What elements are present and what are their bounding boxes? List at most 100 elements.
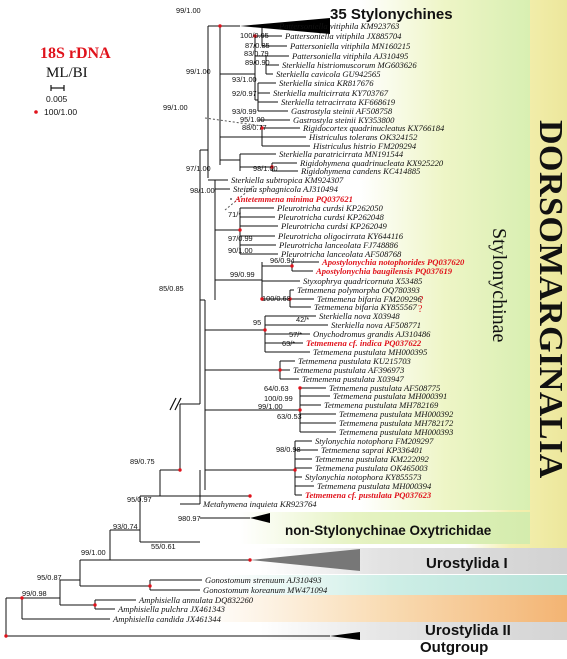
taxon-label: Sterkiella nova X03948 bbox=[319, 311, 400, 321]
taxon-label: Tetmemena pustulata AF508775 bbox=[329, 383, 441, 393]
taxon-label: Tetmemena pustulata MH000393 bbox=[339, 427, 453, 437]
taxon-label: Rigidohymena quadrinucleata KX925220 bbox=[299, 158, 444, 168]
full-support-dot-icon bbox=[293, 468, 297, 472]
taxon-label: Tetmemena pustulata KU215703 bbox=[298, 356, 411, 366]
support-value: 95/0.97 bbox=[127, 495, 152, 504]
full-support-dot-icon bbox=[270, 165, 274, 169]
taxon-label: Pleurotricha lanceolata AF508768 bbox=[280, 249, 402, 259]
full-support-dot-icon bbox=[253, 34, 257, 38]
taxon-label: Histriculus tolerans OK324152 bbox=[308, 132, 418, 142]
support-value: 980.97 bbox=[178, 514, 201, 523]
support-value: 83/0.79 bbox=[244, 49, 269, 58]
support-value: 90/1.00 bbox=[228, 246, 253, 255]
support-value: 98/1.00 bbox=[190, 186, 215, 195]
full-support-dot-icon bbox=[93, 603, 97, 607]
full-support-dot-icon bbox=[4, 634, 8, 638]
full-support-dot-icon bbox=[148, 584, 152, 588]
support-value: 87/0.85 bbox=[245, 41, 270, 50]
taxon-label: Tetmemena pustulata AF396973 bbox=[293, 365, 404, 375]
legend-dot-icon bbox=[34, 110, 38, 114]
full-support-dot-icon bbox=[178, 468, 182, 472]
taxon-label: Gastrostyla steinii KY353800 bbox=[293, 115, 395, 125]
group-label-urostylida-2: Urostylida II bbox=[425, 622, 511, 639]
collapsed-clade-outgroup bbox=[330, 632, 360, 640]
support-value: 97/1.00 bbox=[186, 164, 211, 173]
support-value: 99/0.99 bbox=[230, 270, 255, 279]
support-value: 55/0.61 bbox=[151, 542, 176, 551]
taxon-label: Rigidohymena candens KC414885 bbox=[300, 166, 421, 176]
support-value: 98/1.00 bbox=[253, 164, 278, 173]
taxon-label: Stylonychia notophora KY855573 bbox=[305, 472, 422, 482]
full-support-dot-icon bbox=[263, 328, 267, 332]
tree-branches bbox=[5, 25, 336, 637]
support-value: 63/0.53 bbox=[277, 412, 302, 421]
support-value: 98/0.98 bbox=[276, 445, 301, 454]
taxon-label: Sterkiella paratricirrata MN191544 bbox=[279, 149, 404, 159]
legend-dot-meaning: 100/1.00 bbox=[44, 107, 77, 117]
taxon-label: Rigidocortex quadrinucleatus KX766184 bbox=[302, 123, 445, 133]
support-value: 99/0.98 bbox=[22, 589, 47, 598]
full-support-dot-icon bbox=[298, 408, 302, 412]
collapsed-clades bbox=[240, 18, 360, 640]
support-value: 85/0.85 bbox=[159, 284, 184, 293]
full-support-dots bbox=[4, 24, 302, 638]
taxon-label: Sterkiella tetracirrata KF668619 bbox=[281, 97, 396, 107]
gonostomum-band bbox=[220, 575, 567, 595]
full-support-dot-icon bbox=[290, 264, 294, 268]
support-value: 57/* bbox=[289, 330, 302, 339]
support-values: 99/1.00100/0.9587/0.8583/0.7989/0.9099/1… bbox=[22, 6, 309, 598]
full-support-dot-icon bbox=[260, 297, 264, 301]
support-value: 99/1.00 bbox=[186, 67, 211, 76]
taxon-label: Amphisiella annulata DQ832260 bbox=[138, 595, 254, 605]
taxon-label: Pattersoniella vitiphila MN160215 bbox=[289, 41, 411, 51]
full-support-dot-icon bbox=[288, 297, 292, 301]
support-value: 93/0.99 bbox=[232, 107, 257, 116]
support-value: 99/1.00 bbox=[81, 548, 106, 557]
support-value: 99/1.00 bbox=[258, 402, 283, 411]
branch-break-mark bbox=[174, 397, 182, 411]
taxon-label: Apostylonychia notophorides PQ037620 bbox=[321, 257, 465, 267]
amphisiella-band bbox=[200, 595, 567, 622]
taxon-label: Histriculus histrio FM209294 bbox=[312, 141, 417, 151]
taxon-label: Pleurotricha curdsi KP262048 bbox=[277, 212, 385, 222]
support-value: 100/0.99 bbox=[264, 394, 293, 403]
support-value: 100/0.68 bbox=[262, 294, 291, 303]
taxon-label: Amphisiella pulchra JX461343 bbox=[117, 604, 225, 614]
non-stylonychinae-band bbox=[240, 512, 530, 544]
taxon-label: Tetmemena pustulata MH000391 bbox=[333, 391, 447, 401]
taxon-label: Pleurotricha oligocirrata KY644116 bbox=[277, 231, 404, 241]
taxon-label: Tetmemena pustulata OK465003 bbox=[315, 463, 428, 473]
scale-bar-value: 0.005 bbox=[46, 94, 68, 104]
stylonychinae-band bbox=[360, 0, 530, 510]
full-support-dot-icon bbox=[238, 228, 242, 232]
taxon-label: Apostylonychia baugilensis PQ037619 bbox=[315, 266, 453, 276]
full-support-dot-icon bbox=[298, 386, 302, 390]
support-value: 95/1.00 bbox=[240, 115, 265, 124]
support-value: 71/* bbox=[228, 210, 241, 219]
taxon-label: Tetmemena cf. indica PQ037622 bbox=[306, 338, 422, 348]
full-support-dot-icon bbox=[248, 558, 252, 562]
taxon-label: Amphisiella candida JX461344 bbox=[112, 614, 222, 624]
support-value: 95 bbox=[253, 318, 261, 327]
support-value: 64/0.63 bbox=[264, 384, 289, 393]
support-value: 93/1.00 bbox=[232, 75, 257, 84]
support-value: 63/* bbox=[282, 339, 295, 348]
group-label-non-stylonychinae: non-Stylonychinae Oxytrichidae bbox=[285, 523, 492, 538]
taxon-label: Tetmemena pustulata MH782169 bbox=[324, 400, 439, 410]
taxon-label: Tetmemena pustulata KM222092 bbox=[315, 454, 429, 464]
support-value: 88/0.77 bbox=[242, 123, 267, 132]
support-value: 99/1.00 bbox=[163, 103, 188, 112]
collapsed-clade-urostylida-1 bbox=[250, 549, 360, 571]
taxon-label: Tetmemena pustulata MH000395 bbox=[313, 347, 428, 357]
taxon-label: Stylonychia notophora FM209297 bbox=[315, 436, 434, 446]
full-support-dot-icon bbox=[218, 24, 222, 28]
group-label-urostylida-1: Urostylida I bbox=[426, 555, 508, 572]
support-value: 99/1.00 bbox=[176, 6, 201, 15]
taxon-label: Sterkiella subtropica KM924307 bbox=[231, 175, 344, 185]
taxon-label: Styxophrya quadricornuta X53485 bbox=[303, 276, 423, 286]
legend-marker-title: 18S rDNA bbox=[40, 45, 111, 62]
stylonychinae-label: Stylonychinae bbox=[488, 228, 510, 343]
branch-break-mark bbox=[169, 397, 177, 411]
taxon-label: Gonostomum strenuum AJ310493 bbox=[205, 575, 322, 585]
full-support-dot-icon bbox=[278, 368, 282, 372]
